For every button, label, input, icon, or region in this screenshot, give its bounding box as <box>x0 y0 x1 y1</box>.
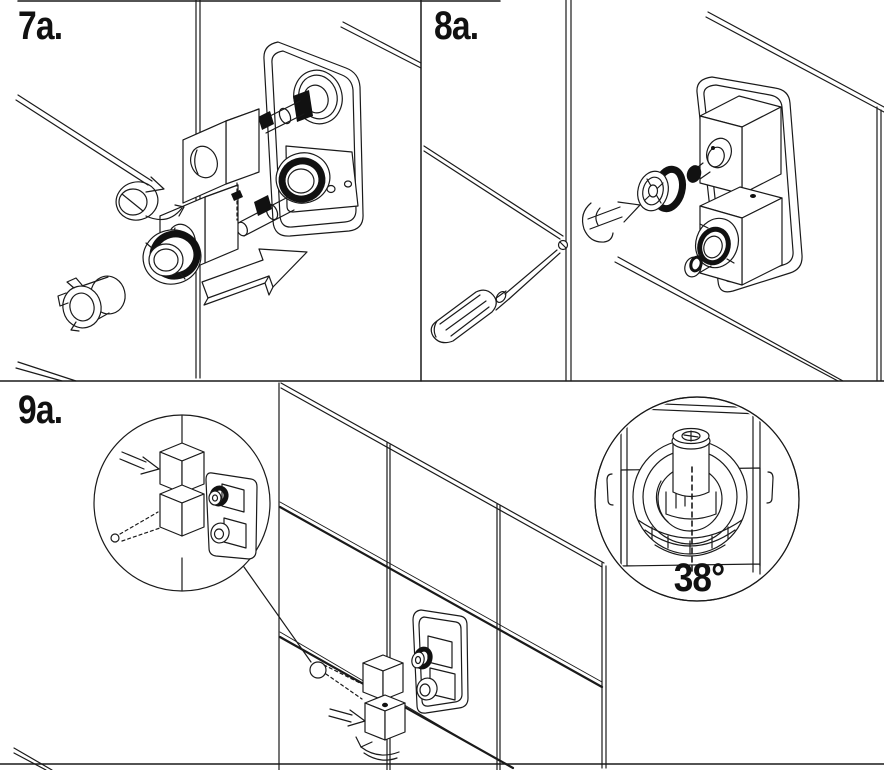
cartridge-stem <box>665 427 717 520</box>
insert-arrow-7a <box>15 94 165 193</box>
push-direction-arrow-7a <box>201 248 308 306</box>
callout-leader-line <box>243 566 312 663</box>
detail-callout-right <box>594 396 800 602</box>
fixing-screw-8a <box>557 239 569 251</box>
handle-cube-lower-8a <box>684 186 783 286</box>
rotate-arrow-9a <box>355 736 400 761</box>
knurled-knob-8a <box>637 165 687 213</box>
callout-left-cubes <box>159 442 205 537</box>
alignment-mark-9a <box>309 661 363 700</box>
screwdriver-icon <box>430 249 561 344</box>
insert-arrow-9a <box>328 708 366 727</box>
trim-cap-7a <box>115 181 159 221</box>
step-label-7a: 7a. <box>18 4 63 48</box>
ring-nut-7a <box>142 229 202 285</box>
detail-callout-left <box>93 414 271 592</box>
panel-8a-illustration <box>420 0 884 382</box>
handle-cube-upper-7a <box>182 108 260 204</box>
panel-9a-illustration <box>0 380 884 770</box>
step-label-9a: 9a. <box>18 388 63 432</box>
callout-left-valve-box <box>205 472 258 560</box>
panel-7a-illustration <box>15 0 501 382</box>
set-screw-7a <box>231 182 243 221</box>
valve-box-on-wall-9a <box>411 609 469 714</box>
callout-left-arrow <box>119 451 160 475</box>
rotate-arrow-7a <box>145 204 185 221</box>
callout-left-dashes <box>110 511 161 543</box>
wall-opening-8a <box>581 202 614 243</box>
wall-edges-8a <box>423 0 884 382</box>
handle-cube-upper-8a <box>686 95 782 195</box>
insert-arrow-8a <box>587 201 641 230</box>
temperature-annotation: 38° <box>673 556 725 600</box>
valve-stem-upper-7a <box>258 90 313 134</box>
sleeve-bushing-7a <box>57 275 126 332</box>
handle-cubes-9a <box>362 654 406 741</box>
step-label-8a: 8a. <box>434 4 479 48</box>
tiled-wall <box>13 382 607 770</box>
valve-mounting-box-7a <box>263 41 364 237</box>
